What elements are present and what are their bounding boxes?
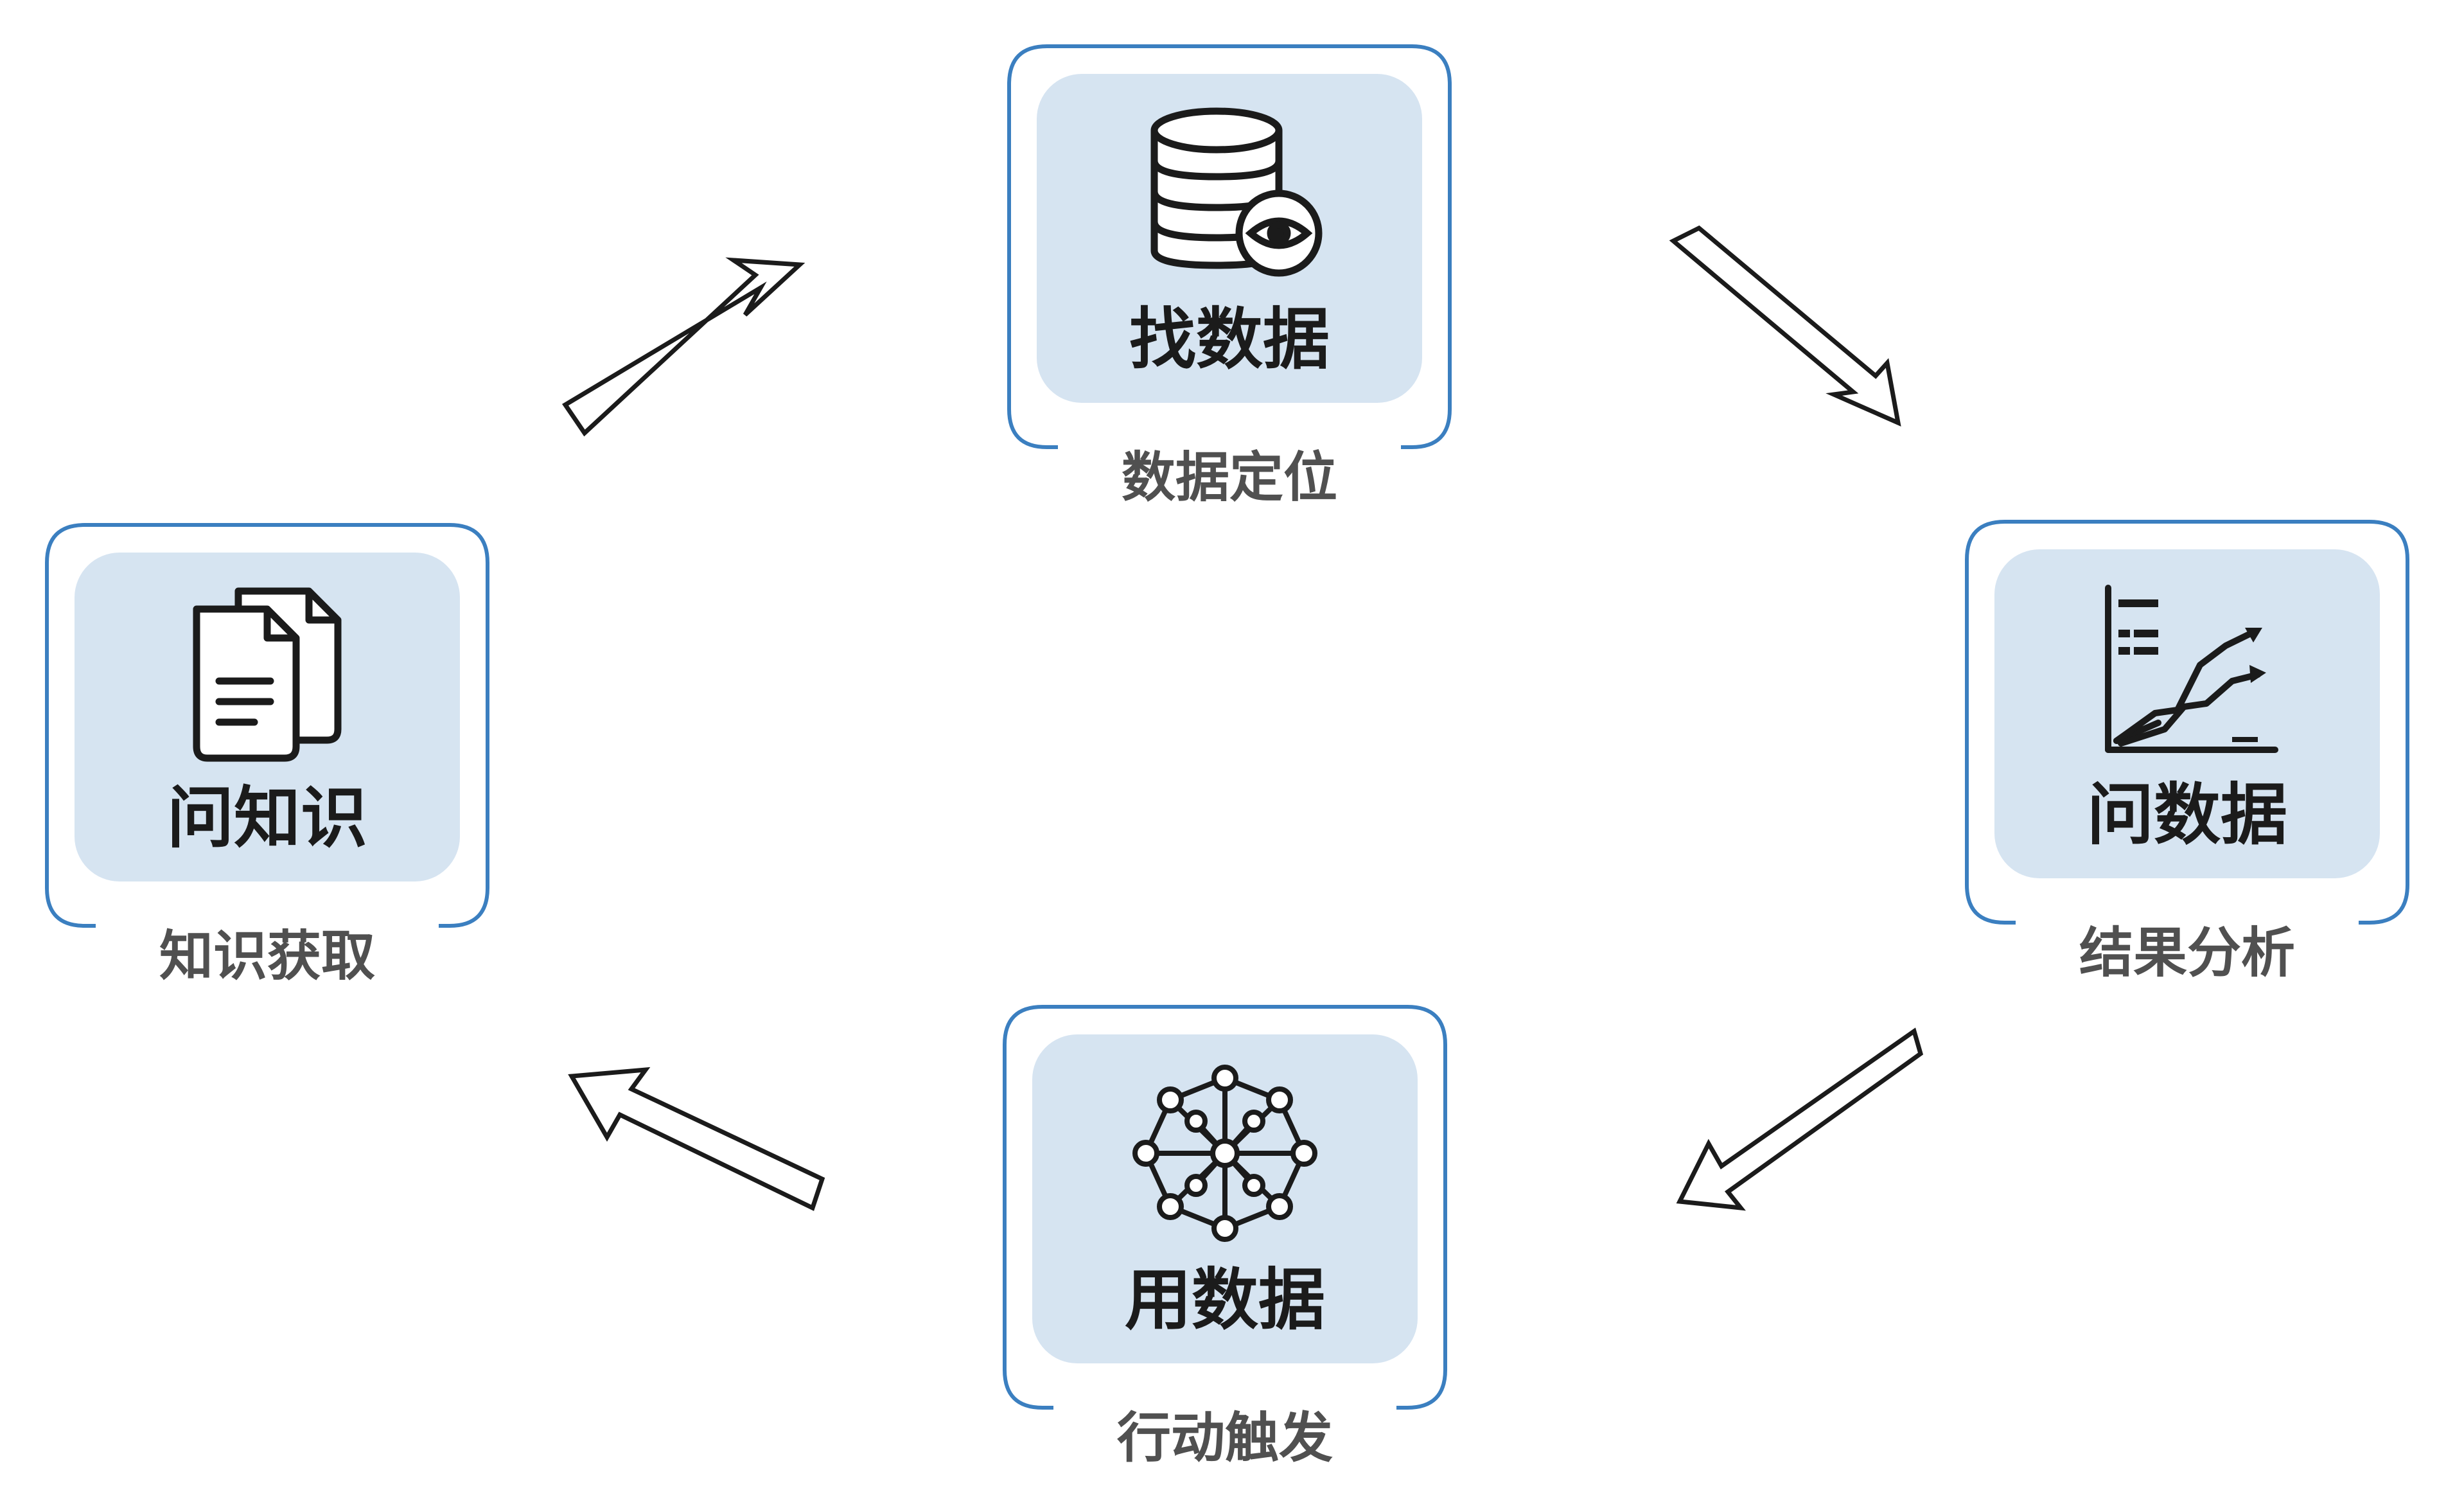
arrow-use-to-knowledge xyxy=(568,1067,825,1211)
node-frame xyxy=(1003,1005,1447,1410)
database-eye-icon xyxy=(1150,107,1323,277)
node-subtitle: 知识获取 xyxy=(159,925,375,988)
node-find-data: 找数据 数据定位 xyxy=(1007,44,1452,558)
node-ask-knowledge: 问知识 知识获取 xyxy=(44,522,490,1036)
node-panel: 问知识 xyxy=(75,553,460,881)
node-panel: 问数据 xyxy=(1994,549,2380,878)
arrow-ask-to-use xyxy=(1676,1027,1924,1211)
arrow-knowledge-to-find xyxy=(562,257,805,437)
node-use-data: 用数据 行动触发 xyxy=(1002,1004,1448,1506)
node-panel: 找数据 xyxy=(1037,74,1422,403)
node-title: 用数据 xyxy=(1124,1261,1325,1339)
node-subtitle: 数据定位 xyxy=(1121,446,1337,509)
line-chart-icon xyxy=(2105,585,2278,753)
node-frame xyxy=(1965,520,2409,925)
node-subtitle: 行动触发 xyxy=(1116,1406,1333,1469)
node-title: 问知识 xyxy=(166,779,367,857)
node-subtitle: 结果分析 xyxy=(2079,921,2295,984)
documents-icon xyxy=(193,587,342,762)
node-ask-data: 问数据 结果分析 xyxy=(1964,519,2410,1033)
arrow-find-to-ask xyxy=(1669,225,1901,427)
node-panel: 用数据 xyxy=(1032,1034,1418,1363)
network-icon xyxy=(1132,1065,1317,1242)
node-frame xyxy=(45,523,489,928)
node-title: 问数据 xyxy=(2086,775,2287,854)
node-frame xyxy=(1007,44,1452,449)
node-title: 找数据 xyxy=(1129,300,1330,378)
